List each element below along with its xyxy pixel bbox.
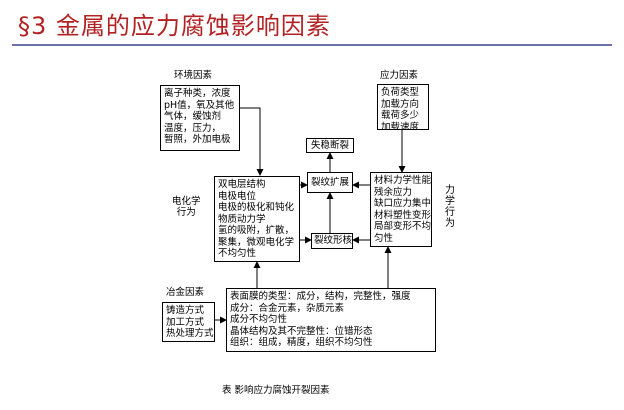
stress-line: 加载速度 <box>381 121 420 130</box>
stress-line: 加载方向 <box>381 98 420 110</box>
page-title: §3 金属的应力腐蚀影响因素 <box>18 12 331 40</box>
electrochem-box: 双电层结构 电极电位 电极的极化和钝化 物质动力学 氢的吸附，扩散， 聚集，微观… <box>214 176 300 262</box>
environment-heading: 环境因素 <box>174 70 213 81</box>
material-line: 组织：组成，精度，组织不均匀性 <box>230 337 373 348</box>
fracture-box: 失稳断裂 <box>306 138 354 153</box>
environment-line: 气体，缓蚀剂 <box>164 111 222 122</box>
mechanics-side-label: 力学行为 <box>445 185 455 229</box>
mechanics-line: 材料塑性变形 <box>374 209 432 221</box>
material-line: 晶体结构及其不完整性：位错形态 <box>230 325 373 337</box>
environment-line: 温度，压力， <box>164 122 222 134</box>
electrochem-side-line: 电化学 <box>172 196 201 207</box>
metallurgy-heading: 冶金因素 <box>166 287 205 298</box>
mechanics-line: 匀性 <box>374 232 394 244</box>
crack-init-label: 裂纹形核 <box>314 235 353 246</box>
electrochem-side-label: 电化学 行为 <box>172 196 201 218</box>
crack-growth-box: 裂纹扩展 <box>307 172 353 193</box>
metallurgy-line: 加工方式 <box>166 316 205 328</box>
mechanics-line: 缺口应力集中 <box>374 198 432 209</box>
material-box: 表面膜的类型：成分，结构，完整性，强度 成分：合金元素，杂质元素 成分不均匀性 … <box>226 288 436 352</box>
electrochem-line: 氢的吸附，扩散， <box>218 225 295 236</box>
mechanics-line: 局部变形不均 <box>374 221 432 232</box>
mechanics-line: 残余应力 <box>374 186 413 198</box>
environment-line: 离子种类，浓度 <box>164 88 231 99</box>
electrochem-line: 聚集，微观电化学 <box>218 236 295 248</box>
electrochem-line: 物质动力学 <box>218 213 266 225</box>
metallurgy-line: 热处理方式 <box>166 328 214 339</box>
material-line: 成分不均匀性 <box>230 314 288 325</box>
mechanics-line: 材料力学性能 <box>374 175 432 186</box>
crack-init-box: 裂纹形核 <box>311 233 353 249</box>
material-line: 成分：合金元素，杂质元素 <box>230 302 345 314</box>
environment-line: 暂照，外加电极 <box>164 134 231 145</box>
electrochem-line: 电极的极化和钝化 <box>218 202 295 213</box>
metallurgy-box: 铸造方式 加工方式 热处理方式 <box>162 302 215 342</box>
metallurgy-line: 铸造方式 <box>166 305 205 316</box>
diagram-caption: 表 影响应力腐蚀开裂因素 <box>222 385 330 396</box>
material-line: 表面膜的类型：成分，结构，完整性，强度 <box>230 291 411 302</box>
stress-line: 载荷多少 <box>381 110 420 121</box>
electrochem-line: 不均匀性 <box>218 248 257 259</box>
title-underline <box>12 44 612 46</box>
environment-line: pH值，氧及其他 <box>164 99 235 111</box>
crack-growth-label: 裂纹扩展 <box>310 177 349 188</box>
mechanics-box: 材料力学性能 残余应力 缺口应力集中 材料塑性变形 局部变形不均 匀性 <box>370 172 432 247</box>
stress-heading: 应力因素 <box>380 70 419 81</box>
electrochem-line: 双电层结构 <box>218 179 266 190</box>
fracture-label: 失稳断裂 <box>310 140 349 151</box>
environment-box: 离子种类，浓度 pH值，氧及其他 气体，缓蚀剂 温度，压力， 暂照，外加电极 <box>160 85 240 151</box>
stress-box: 负荷类型 加载方向 载荷多少 加载速度 <box>377 84 429 130</box>
stress-line: 负荷类型 <box>381 87 420 98</box>
electrochem-side-line: 行为 <box>176 207 196 218</box>
electrochem-line: 电极电位 <box>218 190 257 202</box>
